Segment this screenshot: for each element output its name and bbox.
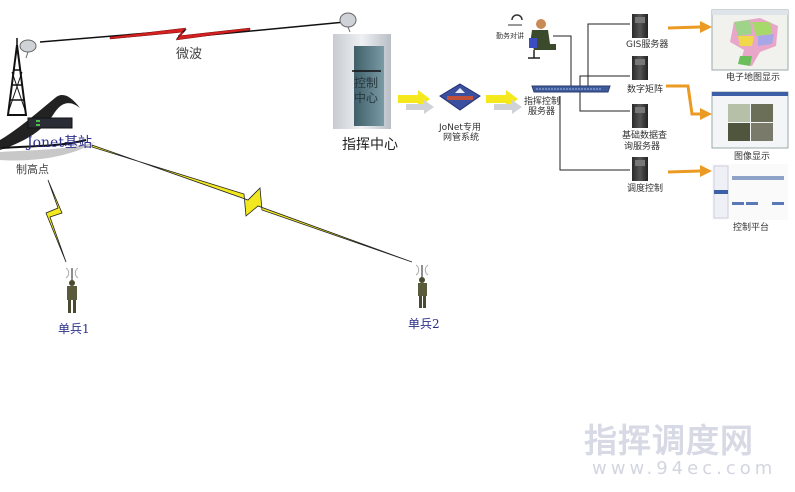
gis-server-label: GIS服务器 (626, 40, 669, 50)
headset-icon (508, 14, 523, 26)
soldier-2-label: 单兵2 (408, 317, 440, 331)
arrow-dispatch-to-platform (667, 165, 712, 177)
control-platform-thumbnail (712, 164, 788, 220)
data-query-server-label-2: 询服务器 (624, 142, 661, 152)
building-text-1: 控制 (354, 76, 379, 90)
building-text-2: 中心 (354, 91, 379, 105)
arrow-matrix-to-image (666, 84, 712, 120)
digital-matrix-label: 数字矩阵 (627, 85, 664, 95)
watermark-title: 指挥调度网 (584, 421, 754, 460)
command-server-label-1: 指挥控制 (524, 97, 561, 107)
watermark-url: www.94ec.com (592, 458, 777, 479)
network-lines (553, 23, 630, 171)
network-mgmt-label-1: JoNet专用 (439, 123, 481, 133)
radio-link-1 (45, 179, 67, 263)
dispatcher-label: 勤务对讲 (496, 32, 524, 40)
command-center-label: 指挥中心 (342, 137, 398, 153)
satellite-dish-icon (19, 39, 37, 59)
data-query-server-label-1: 基础数据查 (622, 131, 668, 141)
soldier-2-icon (415, 264, 429, 308)
high-point-label: 制高点 (16, 163, 49, 176)
command-server-switch-icon (531, 85, 611, 93)
control-platform-label: 控制平台 (733, 223, 770, 233)
image-display-label: 图像显示 (734, 152, 771, 162)
image-display-thumbnail (711, 91, 789, 149)
microwave-label: 微波 (176, 47, 203, 62)
satellite-dish-icon (339, 12, 357, 33)
dispatch-control-server-icon (632, 157, 648, 181)
dispatcher-person-icon (528, 19, 556, 59)
map-display-thumbnail (711, 9, 789, 71)
dispatch-control-label: 调度控制 (627, 184, 664, 194)
base-station-label: Jonet基站 (27, 135, 92, 151)
arrow-to-netmgmt (398, 90, 434, 114)
base-station-device-icon (27, 117, 73, 129)
arrow-to-command-server (486, 90, 522, 114)
arrow-gis-to-map (667, 21, 712, 33)
radio-bolt-icon (45, 179, 67, 263)
tower-icon (6, 38, 28, 116)
digital-matrix-server-icon (632, 56, 648, 80)
network-mgmt-label-2: 网管系统 (443, 133, 480, 143)
microwave-bolt-icon (109, 27, 251, 41)
gis-server-icon (632, 14, 648, 38)
radio-bolt-icon (91, 144, 413, 263)
data-query-server-icon (632, 104, 648, 128)
network-mgmt-switch-icon (439, 83, 481, 111)
map-display-label: 电子地图显示 (726, 73, 781, 83)
radio-link-2 (91, 144, 413, 263)
soldier-1-label: 单兵1 (58, 322, 90, 336)
command-server-label-2: 服务器 (528, 107, 556, 117)
soldier-1-icon (65, 267, 79, 313)
microwave-link (39, 21, 346, 43)
command-center-building-icon (333, 34, 391, 129)
